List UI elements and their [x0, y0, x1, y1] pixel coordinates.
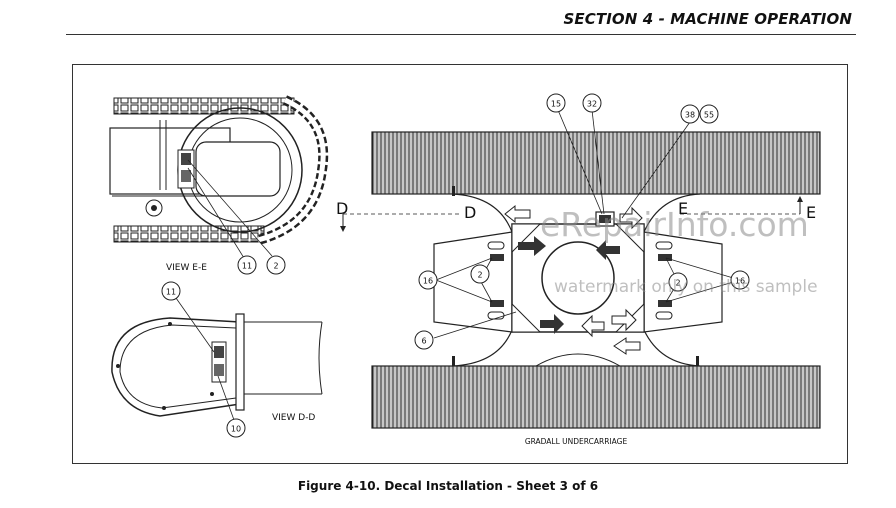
figure-frame: [72, 64, 848, 464]
callout-uc-38: 38: [680, 104, 700, 124]
callout-uc-16-left: 16: [418, 270, 438, 290]
view-dd: 11 10 VIEW D-D: [111, 281, 323, 438]
view-ee: 11 2 VIEW E-E: [109, 95, 329, 275]
undercarriage-plan: D D E E 15 32 38 55: [336, 93, 821, 446]
callout-dd-11: 11: [161, 281, 181, 301]
svg-text:32: 32: [587, 100, 597, 109]
svg-text:2: 2: [675, 279, 680, 288]
callout-uc-2-left: 2: [470, 264, 490, 284]
svg-text:16: 16: [423, 277, 433, 286]
watermark-note: watermark only on this sample: [554, 277, 818, 297]
callout-uc-32: 32: [582, 93, 602, 113]
callout-uc-55: 55: [699, 104, 719, 124]
svg-text:2: 2: [273, 262, 278, 271]
svg-text:15: 15: [551, 100, 561, 109]
watermark: eRepairInfo.com watermark only on this s…: [540, 205, 818, 297]
callout-uc-15: 15: [546, 93, 566, 113]
watermark-site: eRepairInfo.com: [540, 205, 809, 244]
undercarriage-label: GRADALL UNDERCARRIAGE: [525, 437, 628, 446]
callout-uc-2-right: 2: [668, 272, 688, 292]
section-mark-e-left: E: [678, 199, 688, 218]
figure-caption: Figure 4-10. Decal Installation - Sheet …: [297, 479, 599, 493]
svg-text:10: 10: [231, 425, 241, 434]
svg-text:16: 16: [735, 277, 745, 286]
svg-text:11: 11: [242, 262, 252, 271]
callout-ee-2: 2: [266, 255, 286, 275]
view-ee-label: VIEW E-E: [166, 263, 207, 273]
svg-text:11: 11: [166, 288, 176, 297]
section-mark-d-right: D: [464, 203, 476, 222]
section-mark-e-right: E: [806, 203, 816, 222]
svg-text:2: 2: [477, 271, 482, 280]
section-mark-d-left: D: [336, 199, 348, 218]
svg-text:6: 6: [421, 337, 426, 346]
svg-text:55: 55: [704, 111, 714, 120]
view-dd-label: VIEW D-D: [272, 413, 315, 423]
callout-ee-11: 11: [237, 255, 257, 275]
svg-text:38: 38: [685, 111, 695, 120]
callout-dd-10: 10: [226, 418, 246, 438]
section-title: SECTION 4 - MACHINE OPERATION: [563, 10, 852, 28]
header-divider: [66, 34, 856, 35]
callout-uc-6: 6: [414, 330, 434, 350]
callout-uc-16-right: 16: [730, 270, 750, 290]
